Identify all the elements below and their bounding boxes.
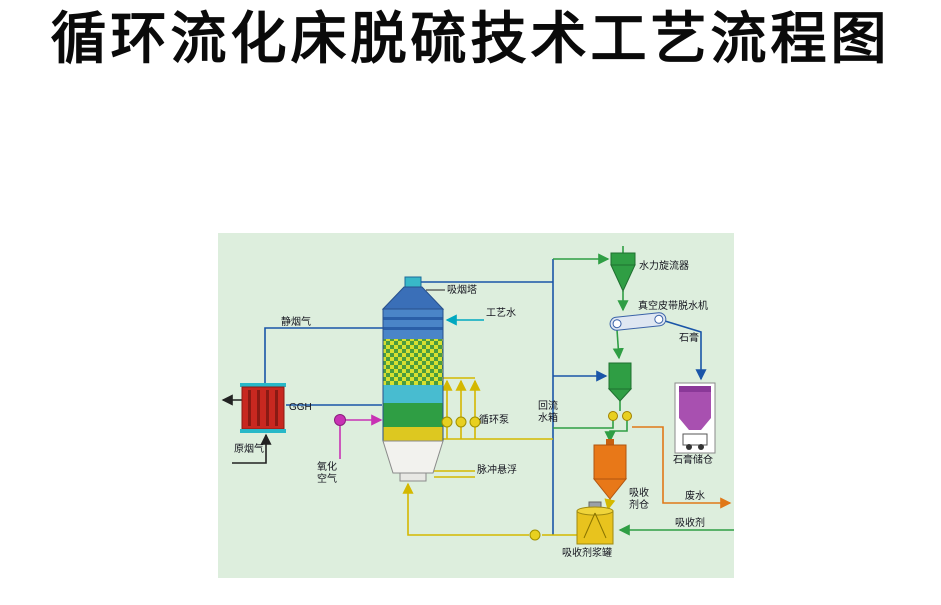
pulse-suspension-label: 脉冲悬浮 [477,465,517,476]
ggh-heat-exchanger [240,383,286,433]
raw-flue-gas-label: 原烟气 [234,444,264,455]
circulation-pump-label: 循环泵 [479,415,509,426]
ggh-label: GGH [289,402,312,413]
hydrocyclone [610,252,636,293]
hydrocyclone-label: 水力旋流器 [639,261,689,272]
vacuum-belt-label: 真空皮带脱水机 [638,301,708,312]
pipe-reflux-return [553,420,614,429]
pipe-gypsum-discharge [664,320,707,381]
process-water-label: 工艺水 [486,308,516,319]
slurry-transfer-pump [529,529,541,541]
absorbent-label: 吸收剂 [675,518,705,529]
waste-water-label: 废水 [685,491,705,502]
pipe-clean-gas-to-ggh [264,327,383,383]
slurry-tank-label: 吸收剂浆罐 [562,548,612,559]
absorbent-slurry-tank [576,501,614,545]
reflux-water-tank [607,362,633,402]
absorbent-silo-label: 吸收剂仓 [629,488,649,511]
pipe-to-absorbent-silo [604,420,628,443]
pipe-silo-discharge [604,498,616,511]
pipe-belt-filtrate [612,329,624,360]
reflux-water-tank-label: 回流水箱 [538,401,558,424]
absorbent-silo [592,439,628,500]
gypsum-silo-label: 石膏储仓 [673,455,713,466]
oxidation-air-label: 氧化空气 [317,462,337,485]
clean-flue-gas-label: 静烟气 [281,317,311,328]
gypsum-label: 石膏 [679,333,699,344]
absorber-tower [381,276,445,482]
tower-label: 吸烟塔 [447,285,477,296]
flow-diagram-canvas [221,246,734,545]
reflux-pumps [608,411,632,421]
page-title: 循环流化床脱硫技术工艺流程图 [50,9,891,71]
pipe-waste-water [632,426,732,509]
process-flow-diagram: 吸烟塔 工艺水 静烟气 GGH 原烟气 氧化空气 循环泵 脉冲悬浮 回流水箱 水… [218,233,734,578]
vacuum-belt-dewaterer [609,312,667,331]
pipe-raw-gas-inlet [232,433,272,464]
circulation-pumps [441,416,481,428]
pipe-slurry-to-tower [402,482,529,536]
gypsum-silo [674,382,716,454]
oxidation-air-blower [334,414,346,426]
